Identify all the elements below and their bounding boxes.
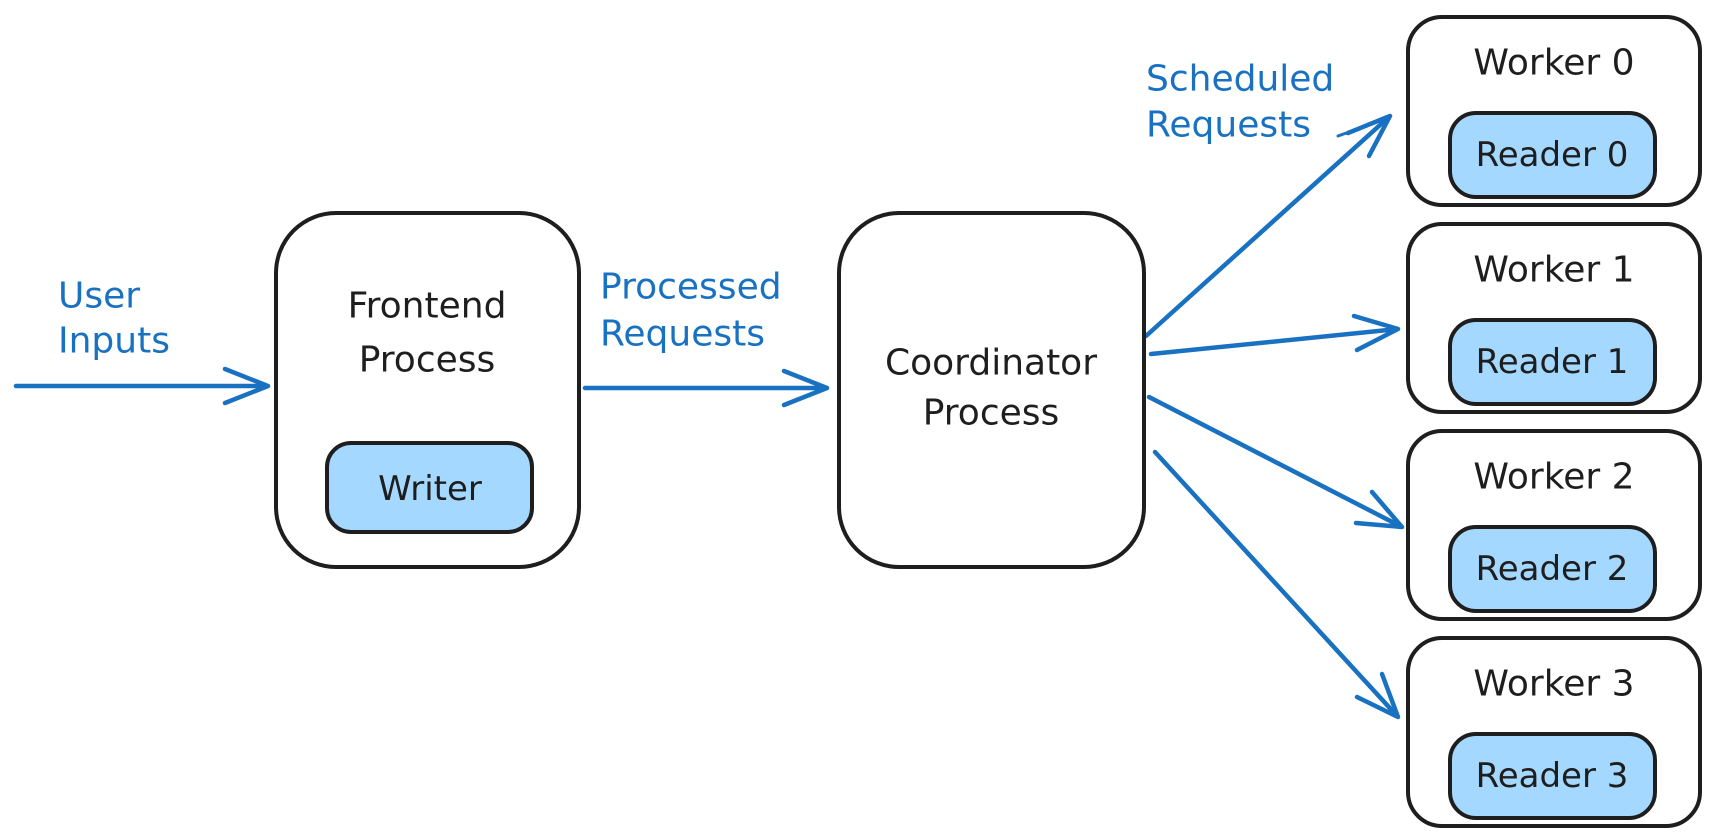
frontend-process-node: Frontend Process Writer: [274, 211, 581, 569]
worker-2-title: Worker 2: [1473, 457, 1634, 498]
frontend-title-line2: Process: [359, 340, 496, 381]
writer-box: [325, 441, 534, 534]
processed-requests-label-line1: Processed: [600, 267, 782, 308]
reader-2-label: Reader 2: [1476, 549, 1629, 589]
reader-1-box: [1448, 318, 1657, 406]
writer-label: Writer: [378, 469, 482, 509]
worker-1-title: Worker 1: [1473, 250, 1634, 291]
user-inputs-label-line2: Inputs: [58, 321, 170, 362]
reader-0-label: Reader 0: [1476, 135, 1629, 175]
scheduled-arrow-worker-0: [1143, 113, 1393, 339]
scheduled-arrow-worker-3: [1152, 449, 1401, 720]
coordinator-title-line1: Coordinator: [885, 343, 1097, 384]
reader-3-box: [1448, 732, 1657, 820]
worker-0-node: Worker 0 Reader 0: [1406, 15, 1702, 207]
frontend-title-line1: Frontend: [348, 286, 507, 327]
reader-2-box: [1448, 525, 1657, 613]
worker-3-title: Worker 3: [1473, 664, 1634, 705]
user-inputs-arrow: [13, 366, 271, 406]
scheduled-arrow-worker-2: [1146, 394, 1405, 530]
processed-requests-label-line2: Requests: [600, 314, 765, 355]
scheduled-requests-label-line2: Requests: [1146, 105, 1311, 146]
coordinator-process-node: Coordinator Process: [837, 211, 1146, 569]
reader-0-box: [1448, 111, 1657, 199]
edges: [13, 113, 1405, 720]
reader-1-label: Reader 1: [1476, 342, 1629, 382]
worker-0-title: Worker 0: [1473, 43, 1634, 84]
worker-2-node: Worker 2 Reader 2: [1406, 429, 1702, 621]
processed-requests-arrow: [582, 368, 830, 408]
coordinator-process-box: [837, 211, 1146, 569]
user-inputs-label-line1: User: [58, 276, 140, 317]
reader-3-label: Reader 3: [1476, 756, 1629, 796]
scheduled-label-pointer: [1336, 119, 1382, 138]
scheduled-arrow-worker-1: [1148, 313, 1401, 357]
worker-1-node: Worker 1 Reader 1: [1406, 222, 1702, 414]
edge-labels: User Inputs Processed Requests Scheduled…: [58, 59, 1334, 362]
coordinator-title-line2: Process: [923, 393, 1060, 434]
scheduled-requests-label-line1: Scheduled: [1146, 59, 1334, 100]
worker-3-node: Worker 3 Reader 3: [1406, 636, 1702, 828]
